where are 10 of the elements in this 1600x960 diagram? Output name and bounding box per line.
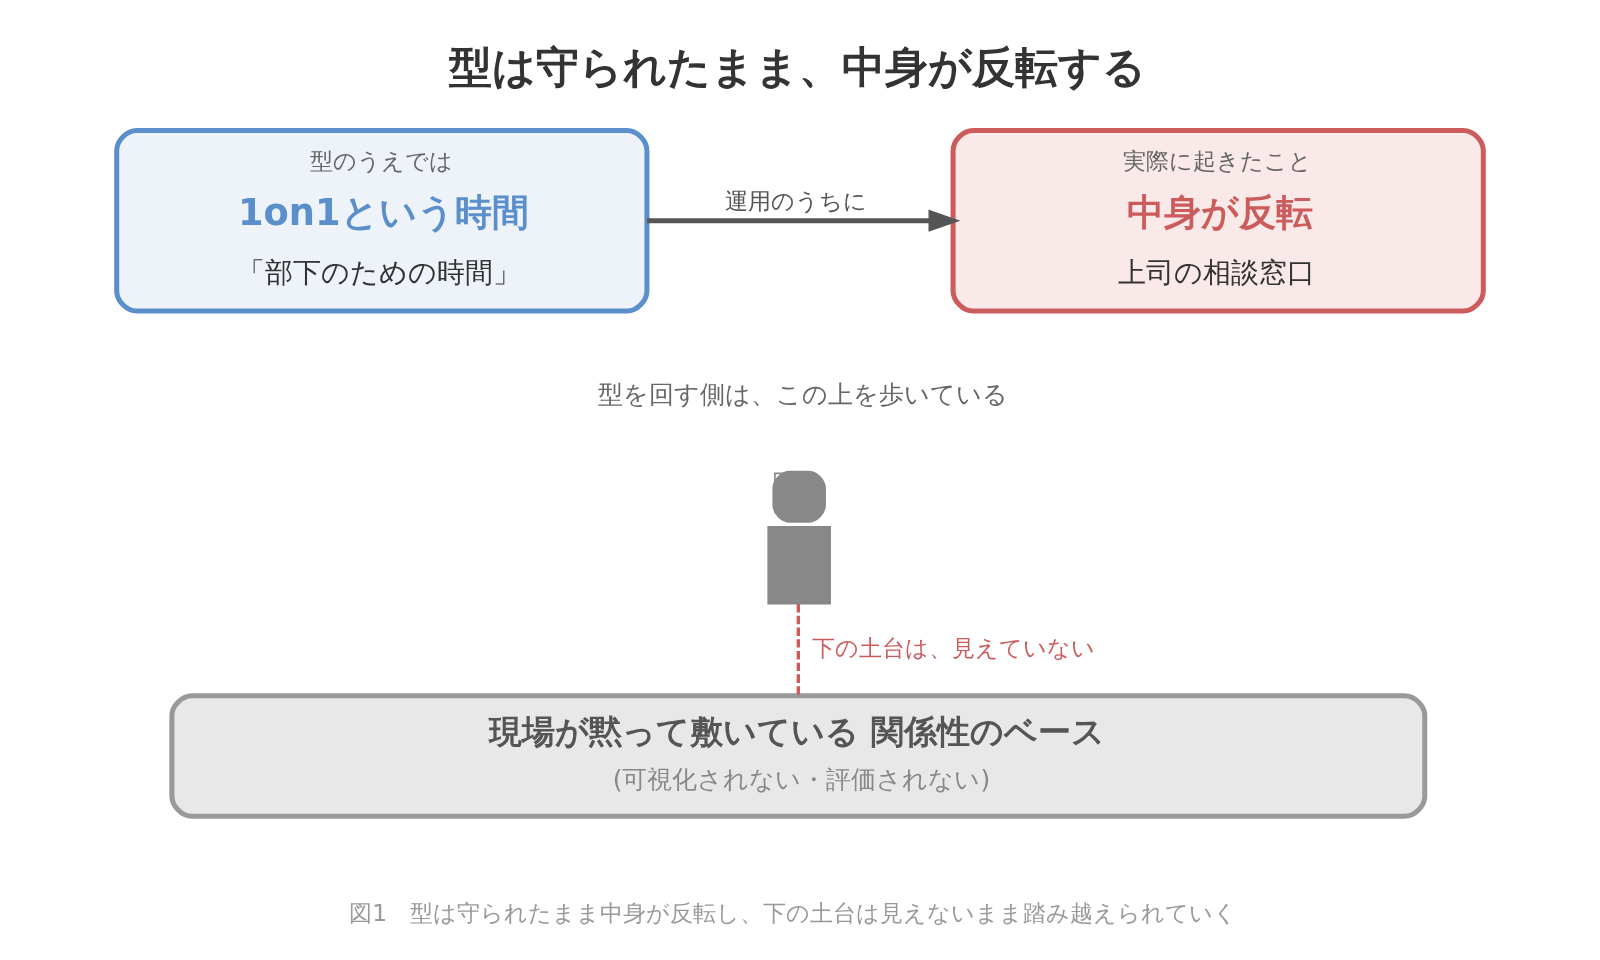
- edge-label: 運用のうちに: [725, 187, 868, 216]
- node-box: 現場が黙って敷いている 関係性のベース (可視化されない・評価されない): [169, 693, 1428, 819]
- node-label: 型を回す側は、この上を歩いている: [597, 380, 1008, 410]
- node-box: 型のうえでは 1on1という時間 「部下のための時間」: [114, 127, 650, 314]
- caption: 図1 型は守られたまま中身が反転し、下の土台は見えないまま踏み越えられていく: [349, 899, 1238, 928]
- diagram-title: 型は守られたまま、中身が反転する: [448, 42, 1146, 93]
- edge-label: 下の土台は、見えていない: [812, 633, 1096, 662]
- connector: [796, 604, 800, 696]
- node-box: 実際に起きたこと 中身が反転 上司の相談窓口: [950, 127, 1486, 314]
- arrow: [647, 209, 961, 232]
